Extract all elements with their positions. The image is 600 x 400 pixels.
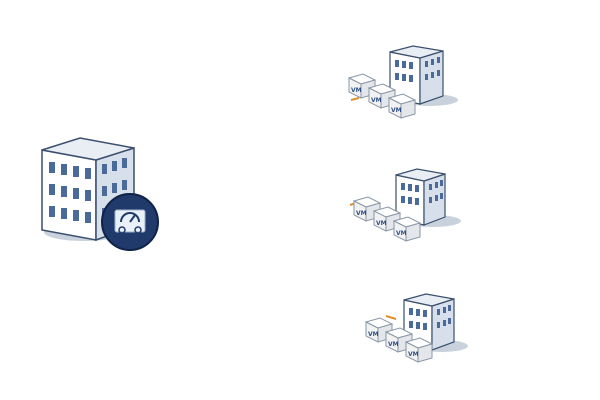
building-with-vms-icon: VM VM VM <box>349 168 461 242</box>
vm-box: VM <box>384 327 414 353</box>
vm-box: VM <box>372 206 402 232</box>
vm-label: VM <box>408 351 419 358</box>
vm-label: VM <box>368 331 379 338</box>
vm-label: VM <box>351 87 362 94</box>
vm-label: VM <box>356 210 367 217</box>
vm-label: VM <box>376 220 387 227</box>
vm-box: VM <box>364 317 394 343</box>
remote-site: VM VM VM <box>362 290 482 375</box>
vm-label: VM <box>388 341 399 348</box>
building-with-vms-icon: VM VM VM <box>347 45 458 119</box>
vm-label: VM <box>396 230 407 237</box>
vm-box: VM <box>352 196 382 222</box>
building-with-gauge-icon <box>41 137 159 251</box>
vm-box: VM <box>387 93 417 119</box>
main-site <box>22 130 167 255</box>
building-with-vms-icon: VM VM VM <box>364 293 468 363</box>
remote-site: VM VM VM <box>348 165 468 250</box>
vm-label: VM <box>371 97 382 104</box>
remote-site: VM VM VM <box>345 42 465 127</box>
vm-box: VM <box>404 337 434 363</box>
gauge-icon <box>101 193 159 251</box>
vm-box: VM <box>367 83 397 109</box>
vm-label: VM <box>391 107 402 114</box>
vm-box: VM <box>392 216 422 242</box>
